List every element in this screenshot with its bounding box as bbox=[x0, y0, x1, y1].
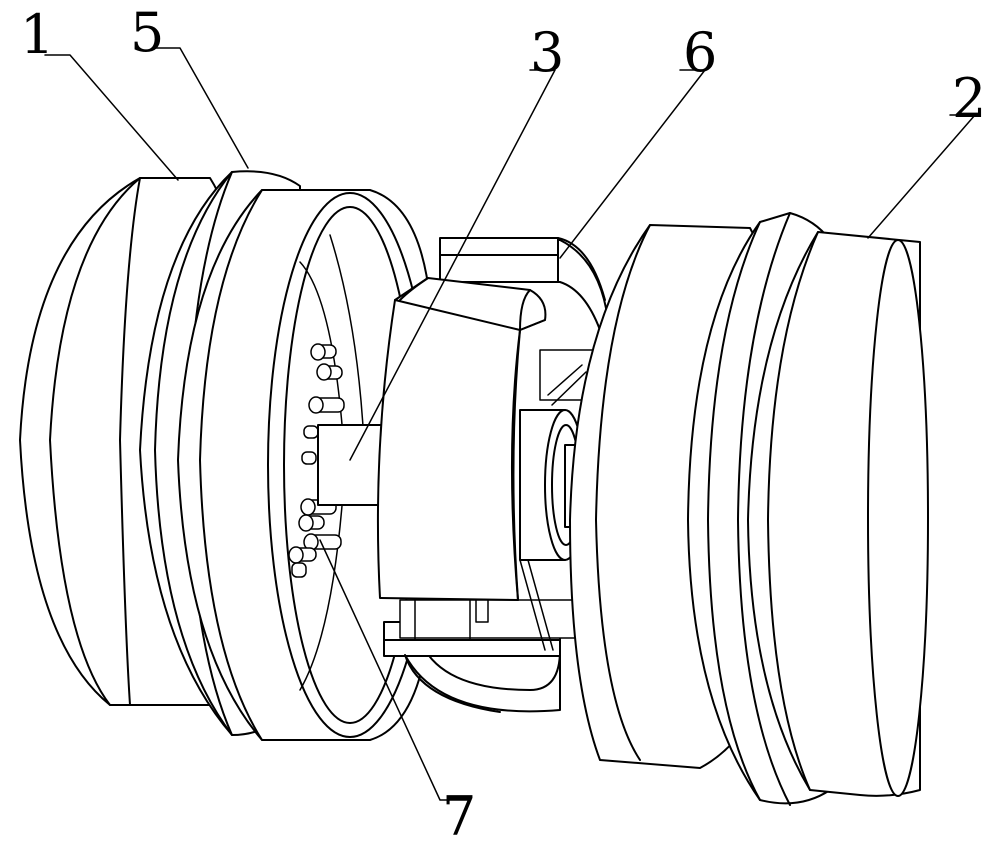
pin-array bbox=[288, 343, 345, 578]
right-cylinder-body bbox=[747, 231, 929, 797]
callout-5: 5 bbox=[130, 1, 165, 64]
callout-6: 6 bbox=[683, 21, 718, 84]
leader-5 bbox=[154, 47, 249, 169]
leader-6 bbox=[559, 69, 706, 259]
leader-1 bbox=[44, 54, 179, 181]
leader-7 bbox=[319, 539, 471, 801]
callout-2: 2 bbox=[952, 67, 987, 130]
leader-2 bbox=[867, 114, 976, 239]
right-cylinder-assembly bbox=[569, 212, 929, 806]
leader-3 bbox=[349, 69, 556, 461]
callout-7: 7 bbox=[442, 785, 477, 848]
leader-lines bbox=[44, 47, 976, 801]
center-connector-block bbox=[317, 277, 547, 601]
top-half-sleeve bbox=[439, 237, 609, 331]
callout-1: 1 bbox=[20, 3, 55, 66]
callout-3: 3 bbox=[530, 21, 565, 84]
